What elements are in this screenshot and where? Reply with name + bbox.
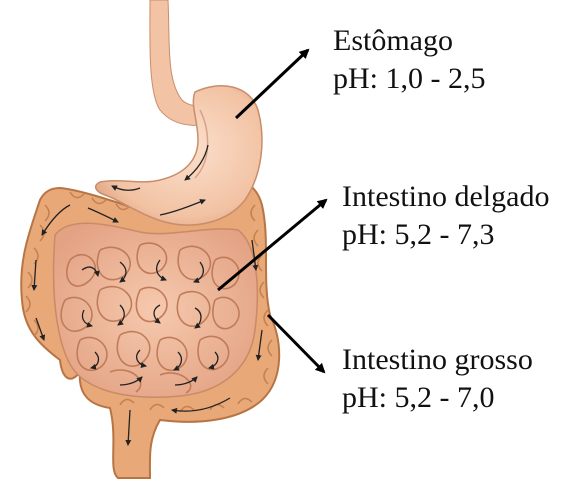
small-intestine-ph: pH: 5,2 - 7,3 [342, 216, 549, 254]
large-intestine-name: Intestino grosso [342, 341, 533, 379]
pointer-stomach [236, 50, 308, 118]
small-intestine-label: Intestino delgado pH: 5,2 - 7,3 [342, 178, 549, 254]
stomach-name: Estômago [333, 22, 486, 60]
stomach-label: Estômago pH: 1,0 - 2,5 [333, 22, 486, 98]
stomach-ph: pH: 1,0 - 2,5 [333, 60, 486, 98]
small-intestine-name: Intestino delgado [342, 178, 549, 216]
large-intestine-ph: pH: 5,2 - 7,0 [342, 379, 533, 417]
large-intestine-label: Intestino grosso pH: 5,2 - 7,0 [342, 341, 533, 417]
